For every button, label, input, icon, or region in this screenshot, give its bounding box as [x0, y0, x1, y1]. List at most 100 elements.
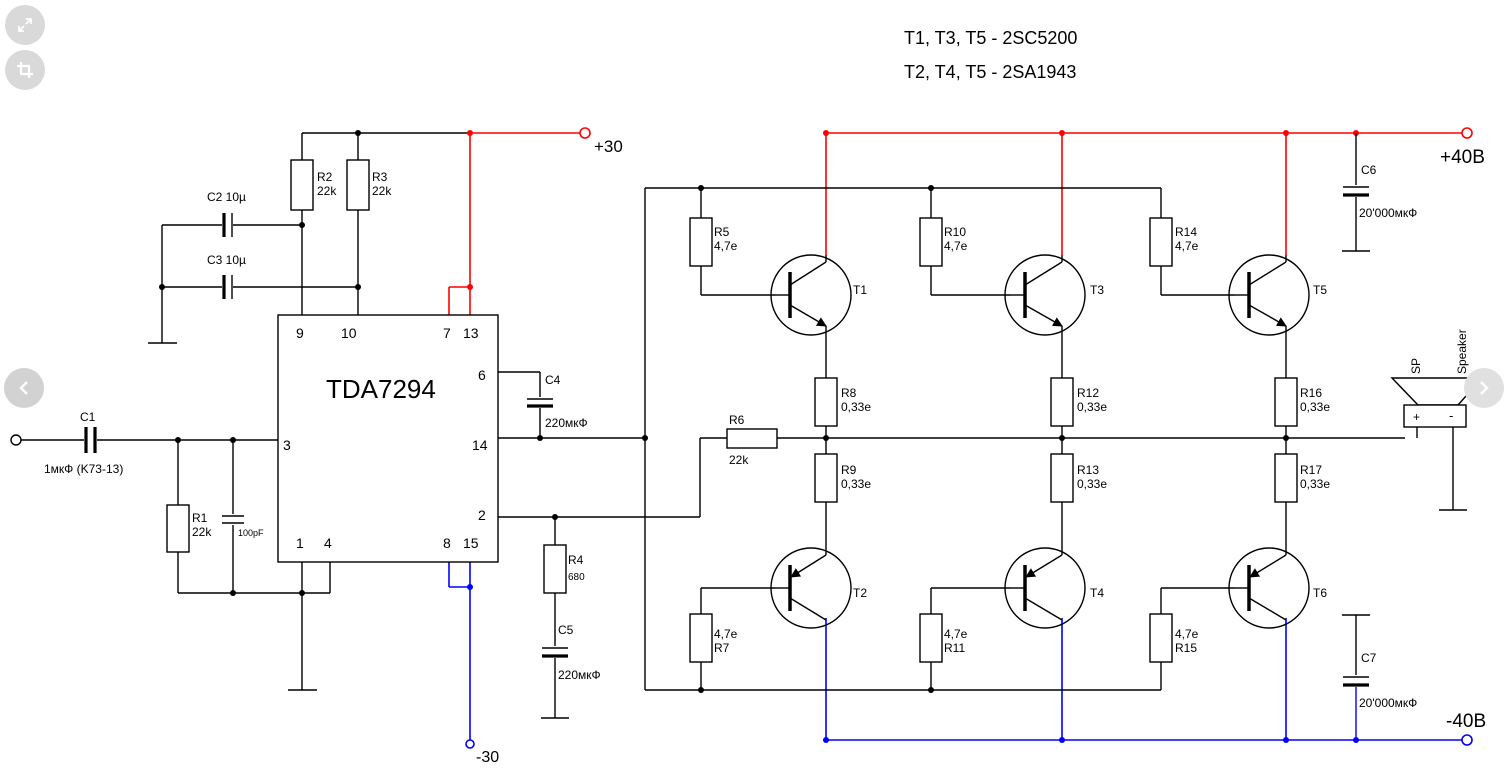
r2-value: 22k: [317, 184, 337, 198]
previous-image-button[interactable]: [4, 368, 44, 408]
r17-resistor: [1274, 453, 1298, 503]
r2-resistor: [290, 159, 314, 211]
expand-icon: [18, 18, 32, 32]
r14-label: R14: [1175, 225, 1197, 239]
top-base-resistors: R5 4,7e R10 4,7e R14 4,7e: [689, 188, 1235, 296]
bottom-base-resistors: 4,7e R7 4,7e R11 4,7e R15: [689, 587, 1235, 690]
r13-value: 0,33e: [1077, 477, 1107, 491]
r2-label: R2: [317, 170, 333, 184]
r13-label: R13: [1077, 463, 1099, 477]
r15-label: R15: [1175, 641, 1197, 655]
chevron-left-icon: [19, 381, 28, 395]
pin-6: 6: [478, 367, 486, 383]
speaker-plus: +: [1413, 410, 1420, 424]
c4-label: C4: [545, 373, 561, 387]
transistor-t5: T5: [1228, 254, 1327, 378]
r6-label: R6: [729, 413, 745, 427]
next-image-button[interactable]: [1464, 368, 1504, 408]
r7-value: 4,7e: [714, 627, 738, 641]
crop-icon: [17, 62, 33, 78]
c6-label: C6: [1361, 163, 1377, 177]
c4-value: 220мкФ: [545, 416, 588, 430]
r9-resistor: [814, 453, 838, 503]
c7-value: 20'000мкФ: [1359, 696, 1417, 710]
r13-resistor: [1050, 453, 1074, 503]
c100p-value: 100pF: [238, 528, 264, 538]
t2-label: T2: [853, 586, 867, 600]
c1-label: C1: [80, 410, 96, 424]
r3-resistor: [346, 159, 370, 211]
plus30-rail: +30: [448, 127, 623, 315]
t3-label: T3: [1090, 283, 1104, 297]
r16-value: 0,33e: [1300, 400, 1330, 414]
r11-resistor: [919, 613, 943, 663]
r12-value: 0,33e: [1077, 400, 1107, 414]
r12-label: R12: [1077, 386, 1099, 400]
transistor-t2: T2: [770, 502, 867, 629]
minus40-terminal[interactable]: [1461, 734, 1473, 746]
r5-label: R5: [714, 225, 730, 239]
filter-capacitors: C6 20'000мкФ C7 20'000мкФ: [1342, 133, 1417, 740]
r10-resistor: [919, 217, 943, 267]
c2-label: C2 10µ: [207, 190, 246, 204]
minus30-terminal[interactable]: [465, 739, 475, 749]
c5-label: C5: [558, 623, 574, 637]
pin-14: 14: [472, 437, 488, 453]
r7-label: R7: [714, 641, 730, 655]
r4-resistor: [543, 544, 567, 594]
minus40-label: -40В: [1446, 711, 1486, 732]
r10-value: 4,7e: [944, 239, 968, 253]
speaker: + - SP Speaker: [1390, 329, 1484, 511]
t4-label: T4: [1090, 586, 1104, 600]
chevron-right-icon: [1480, 381, 1489, 395]
minus30-label: -30: [476, 749, 499, 766]
tda7294-ic: TDA7294 9 10 7 13 6 3 14 2 1 4 8 15: [277, 314, 499, 563]
feedback-network: R6 22k R4 680 C5 220мкФ: [498, 413, 1405, 719]
pin-7: 7: [443, 325, 451, 341]
t1-label: T1: [853, 283, 867, 297]
pin-1: 1: [296, 535, 304, 551]
r15-value: 4,7e: [1175, 627, 1199, 641]
input-terminal[interactable]: [10, 434, 22, 446]
r5-resistor: [689, 217, 713, 267]
r15-resistor: [1149, 613, 1173, 663]
r1-resistor: [166, 504, 190, 553]
plus40-label: +40В: [1440, 147, 1485, 168]
r17-label: R17: [1300, 463, 1322, 477]
r9-value: 0,33e: [841, 477, 871, 491]
ic-name: TDA7294: [326, 374, 436, 404]
c5-value: 220мкФ: [558, 668, 601, 682]
t5-label: T5: [1313, 283, 1327, 297]
c1-value: 1мкФ (K73-13): [44, 462, 123, 476]
crop-button[interactable]: [5, 50, 45, 90]
c7-label: C7: [1361, 651, 1377, 665]
expand-button[interactable]: [5, 5, 45, 45]
r4-value: 680: [568, 572, 585, 583]
speaker-minus: -: [1449, 408, 1453, 423]
plus40-terminal[interactable]: [1461, 127, 1473, 139]
plus30-terminal[interactable]: [579, 127, 591, 139]
pin-13: 13: [463, 325, 479, 341]
r1-value: 22k: [192, 525, 212, 539]
emitter-resistors: R8 0,33e R9 0,33e R12 0,33e R13 0,33e R1…: [814, 377, 1330, 503]
input-section: C1 1мкФ (K73-13) R1 22k 100pF: [10, 410, 331, 691]
pin-8: 8: [443, 535, 451, 551]
c6-value: 20'000мкФ: [1359, 206, 1417, 220]
r4-label: R4: [568, 553, 584, 567]
r14-resistor: [1149, 217, 1173, 267]
c3-label: C3 10µ: [207, 253, 246, 267]
t6-label: T6: [1313, 586, 1327, 600]
transistor-t3: T3: [1004, 254, 1104, 378]
minus30-rail: -30: [448, 562, 499, 766]
r3-value: 22k: [372, 184, 392, 198]
r8-resistor: [814, 377, 838, 427]
speaker-sp-label: SP: [1409, 358, 1423, 374]
pin-2: 2: [478, 507, 486, 523]
transistor-t6: T6: [1228, 502, 1327, 629]
transistor-note-pnp: T2, T4, T5 - 2SA1943: [904, 62, 1076, 82]
plus30-label: +30: [594, 137, 623, 156]
r12-resistor: [1050, 377, 1074, 427]
bias-network: R2 22k R3 22k C2 10µ C3 10µ: [148, 130, 470, 344]
pin-15: 15: [463, 535, 479, 551]
